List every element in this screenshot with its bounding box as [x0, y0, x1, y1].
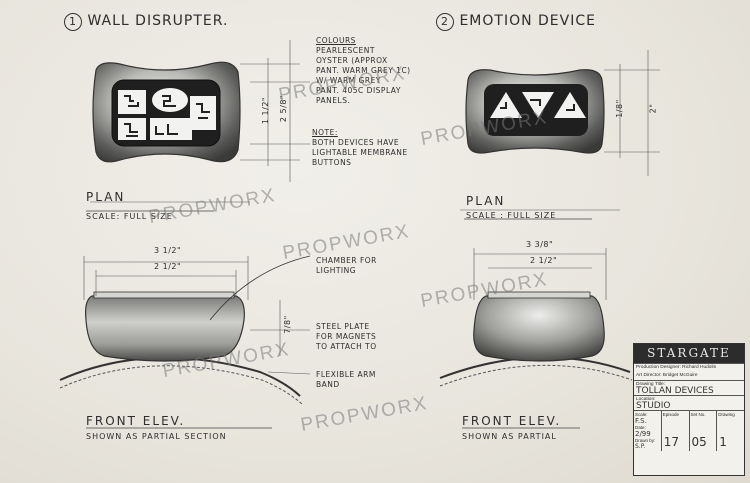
emotion-device-plan — [465, 69, 605, 154]
callout-band: FLEXIBLE ARM BAND — [316, 370, 376, 390]
drawing-title-value: TOLLAN DEVICES — [636, 386, 714, 396]
title-block-grid: Scale: F.S. Date: 2/99 Drawn by: S.P. Ep… — [634, 410, 744, 451]
callout-chamber-line-1: CHAMBER FOR — [316, 256, 377, 265]
wall-number-badge: 1 — [64, 13, 82, 31]
emotion-title-text: EMOTION DEVICE — [459, 13, 596, 29]
wall-plan-scale: SCALE: FULL SIZE — [86, 212, 173, 221]
colours-line-3: PANT. WARM GREY 1C) — [316, 66, 411, 75]
wall-disrupter-front-elevation — [59, 291, 303, 405]
colours-line-5: PANT. 405C DISPLAY — [316, 86, 401, 95]
scale-cell: Scale: F.S. Date: 2/99 Drawn by: S.P. — [634, 411, 661, 451]
emotion-front-width-inner: 2 1/2" — [530, 256, 558, 265]
colours-heading: COLOURS — [316, 36, 356, 45]
callout-band-line-2: BAND — [316, 380, 340, 389]
colours-line-4: W/ WARM GREY — [316, 76, 381, 85]
wall-front-label: FRONT ELEV. — [86, 414, 186, 428]
emotion-front-width-outer: 3 3/8" — [526, 240, 554, 249]
date-label: Date: — [635, 425, 646, 430]
callout-steel: STEEL PLATE FOR MAGNETS TO ATTACH TO — [316, 322, 377, 352]
art-director: Art Director: Bridget McGuire — [636, 373, 698, 378]
colours-line-6: PANELS. — [316, 96, 351, 105]
episode-value: 17 — [663, 435, 680, 449]
drawing-cell: Drawing 1 — [716, 411, 744, 451]
wall-front-dimensions — [83, 255, 311, 375]
wall-front-width-inner: 2 1/2" — [154, 262, 182, 271]
production-designer: Production Designer: Richard Hudolin — [634, 363, 744, 372]
wall-disrupter-title: 1 WALL DISRUPTER. — [64, 13, 228, 31]
wall-disrupter-plan — [92, 61, 241, 163]
callout-chamber-line-2: LIGHTING — [316, 266, 357, 275]
drawn-label: Drawn by: — [635, 438, 656, 443]
callout-steel-line-2: FOR MAGNETS — [316, 332, 377, 341]
label-underlines — [86, 210, 592, 429]
note-heading: NOTE: — [312, 128, 338, 137]
drawn-value: S.P. — [635, 443, 646, 450]
emotion-front-dimensions — [473, 248, 607, 300]
title-block: STARGATE Production Designer: Richard Hu… — [633, 343, 745, 476]
wall-plan-label: PLAN — [86, 190, 126, 204]
drawing-title-label: Drawing Title: — [636, 382, 666, 387]
episode-label: Episode — [662, 412, 680, 417]
set-value: 05 — [691, 435, 707, 449]
location-row: Location: STUDIO — [634, 395, 744, 411]
wall-dim-height: 1 1/2" — [261, 96, 271, 125]
colours-notes: COLOURS PEARLESCENT OYSTER (APPROX PANT.… — [316, 36, 411, 106]
emotion-front-sub: SHOWN AS PARTIAL — [462, 432, 557, 441]
episode-cell: Episode 17 — [660, 411, 689, 451]
stargate-logo: STARGATE — [634, 344, 744, 363]
drawing-title-row: Drawing Title: TOLLAN DEVICES — [634, 380, 744, 396]
note-block: NOTE: BOTH DEVICES HAVE LIGHTABLE MEMBRA… — [312, 128, 408, 168]
note-line-1: BOTH DEVICES HAVE — [312, 138, 400, 147]
set-label: Set No. — [690, 412, 706, 417]
emotion-plan-dimensions — [460, 50, 660, 211]
colours-line-1: PEARLESCENT — [316, 46, 375, 55]
colours-line-2: OYSTER (APPROX — [316, 56, 388, 65]
location-value: STUDIO — [636, 401, 671, 411]
set-cell: Set No. 05 — [688, 411, 717, 451]
callout-steel-line-1: STEEL PLATE — [316, 322, 370, 331]
scale-value: F.S. — [635, 417, 647, 425]
callout-chamber: CHAMBER FOR LIGHTING — [316, 256, 377, 276]
wall-front-depth: 7/8" — [282, 315, 292, 334]
wall-front-width-outer: 3 1/2" — [154, 246, 182, 255]
callout-band-line-1: FLEXIBLE ARM — [316, 370, 376, 379]
note-line-3: BUTTONS — [312, 158, 352, 167]
emotion-plan-label: PLAN — [466, 194, 506, 208]
emotion-dim-b: 2" — [648, 103, 658, 114]
emotion-plan-scale: SCALE : FULL SIZE — [466, 211, 557, 220]
emotion-number-badge: 2 — [436, 13, 454, 31]
drawing-label: Drawing — [718, 412, 735, 417]
emotion-front-label: FRONT ELEV. — [462, 414, 562, 428]
emotion-device-front-elevation — [439, 291, 633, 387]
emotion-device-title: 2 EMOTION DEVICE — [436, 13, 596, 31]
wall-plan-dimensions — [90, 40, 310, 203]
emotion-dim-a: 1/8" — [614, 99, 624, 118]
scale-label: Scale: — [635, 412, 648, 417]
date-value: 2/99 — [635, 430, 651, 438]
location-label: Location: — [636, 397, 656, 402]
drawing-value: 1 — [719, 435, 727, 449]
wall-front-sub: SHOWN AS PARTIAL SECTION — [86, 432, 227, 441]
note-line-2: LIGHTABLE MEMBRANE — [312, 148, 408, 157]
wall-title-text: WALL DISRUPTER. — [87, 13, 229, 29]
callout-steel-line-3: TO ATTACH TO — [316, 342, 377, 351]
